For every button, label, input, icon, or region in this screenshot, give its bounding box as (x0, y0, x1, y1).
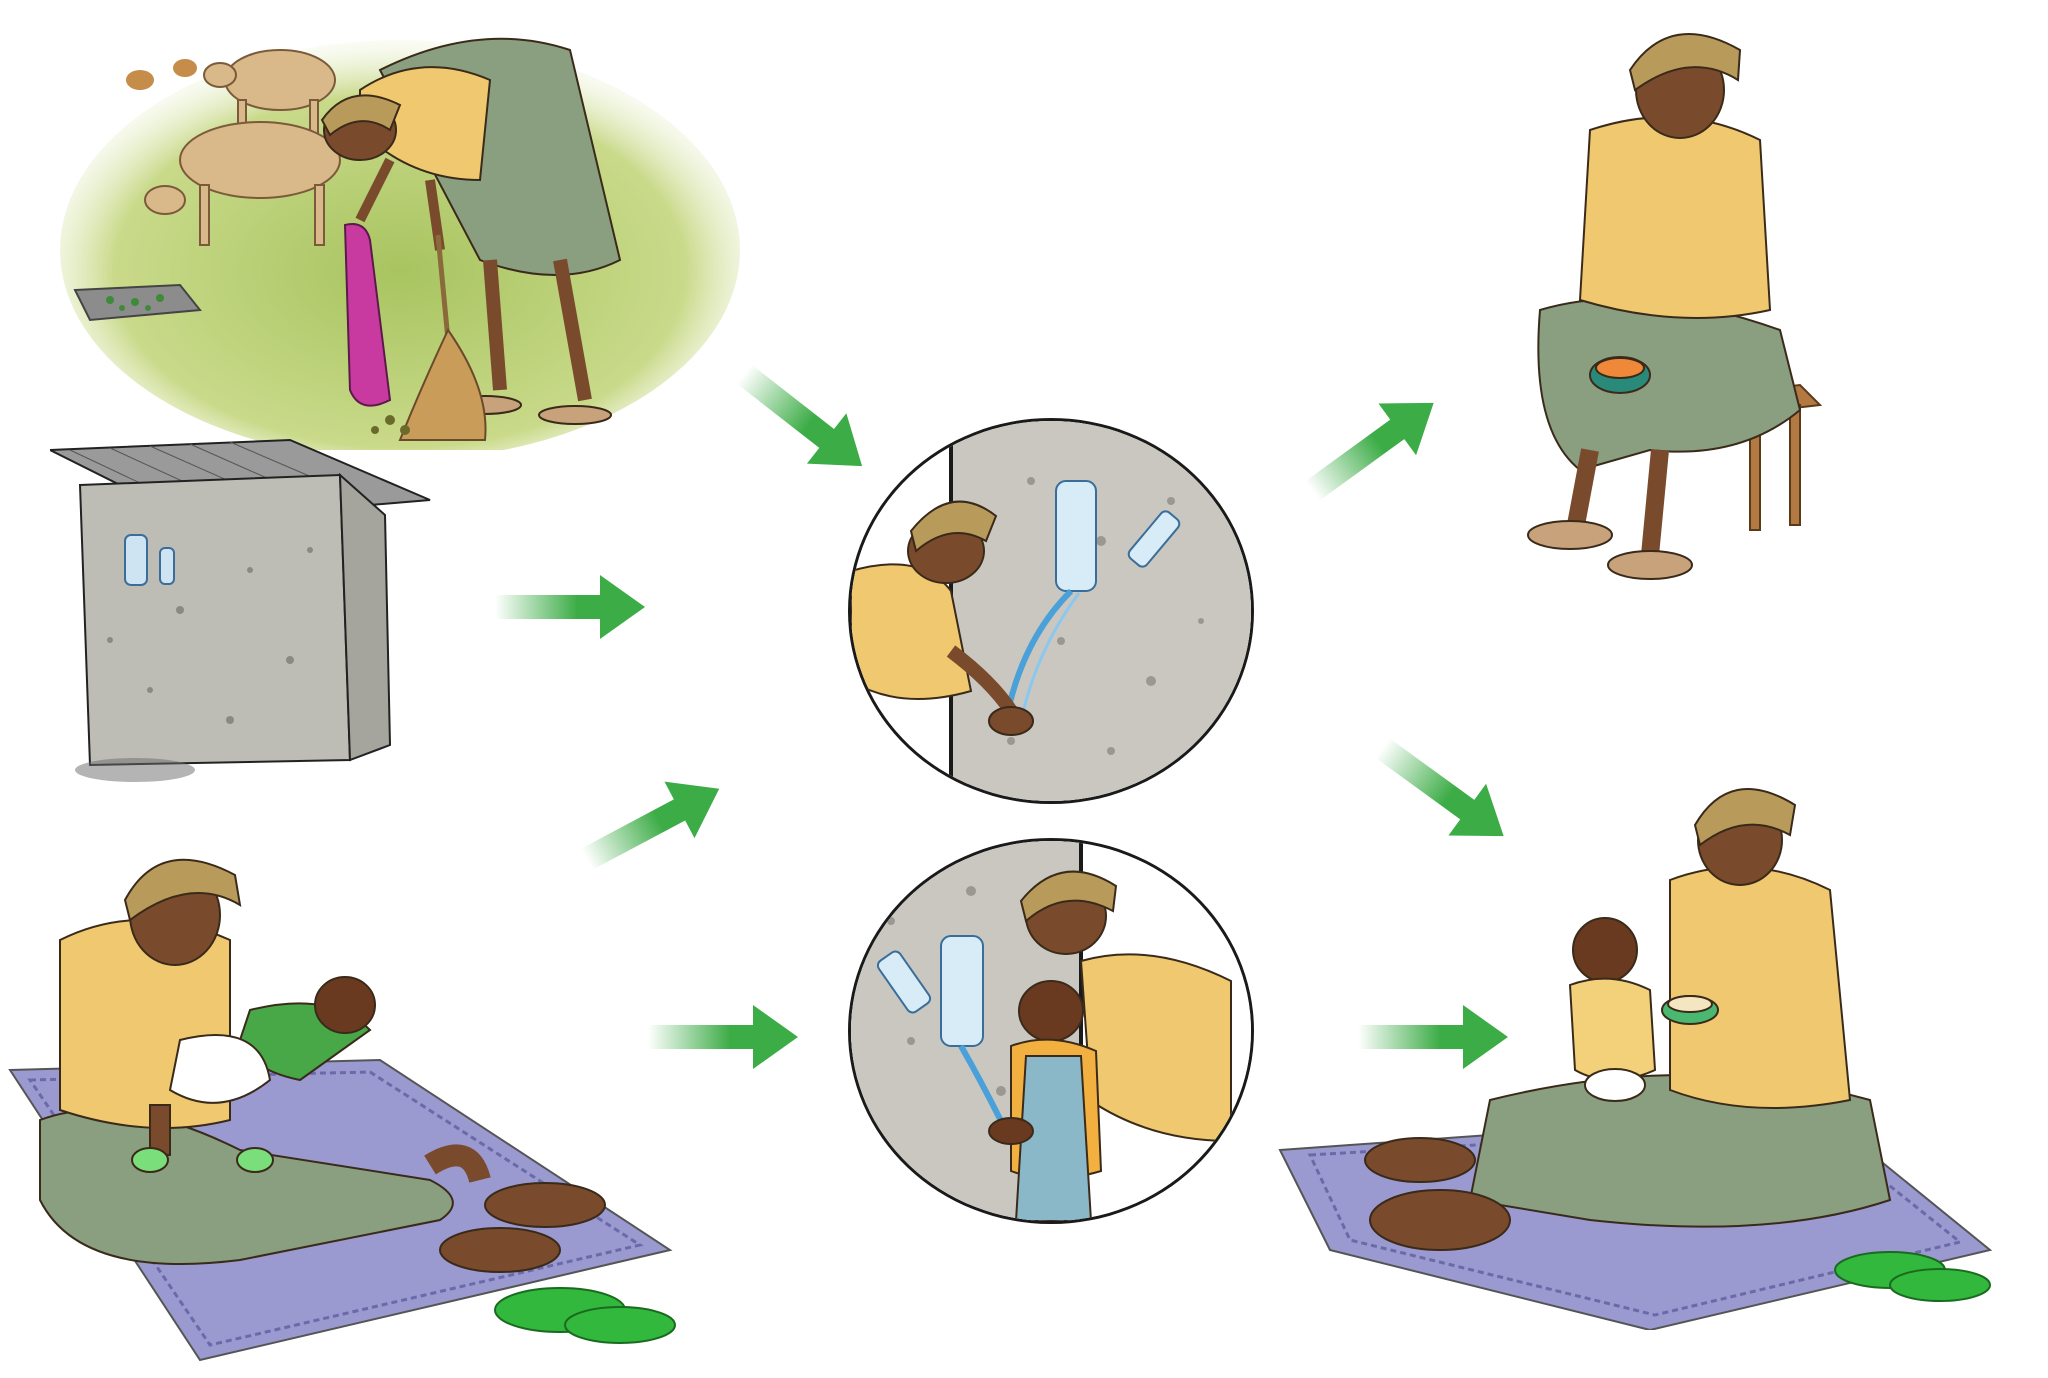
child-handwashing-scene (848, 838, 1254, 1224)
arrow-handwash-to-eating (1294, 377, 1453, 517)
woman-sweeping-animal-dung-icon (60, 10, 740, 450)
mother-handwashing-scene (848, 418, 1254, 804)
arrow-right-icon (648, 1005, 798, 1069)
latrine-with-tippy-tap-icon (50, 430, 440, 790)
mother-changing-baby-icon (0, 820, 680, 1365)
latrine-scene (50, 430, 440, 790)
yard-scene (60, 10, 740, 450)
arrow-right-icon (724, 349, 882, 492)
mother-washing-hands-icon (851, 421, 1251, 801)
arrow-latrine-to-handwash (495, 575, 645, 639)
mother-eating-icon (1520, 10, 1850, 610)
child-washing-hands-icon (851, 841, 1251, 1221)
arrow-right-icon (495, 575, 645, 639)
arrow-right-icon (1294, 377, 1453, 517)
arrow-diaper-to-child-handwash (648, 1005, 798, 1069)
mother-eating-scene (1520, 10, 1850, 610)
arrow-yard-to-handwash (724, 349, 882, 492)
arrow-right-icon (1358, 1005, 1508, 1069)
diaper-change-scene (0, 820, 680, 1365)
arrow-child-handwash-to-feeding (1358, 1005, 1508, 1069)
